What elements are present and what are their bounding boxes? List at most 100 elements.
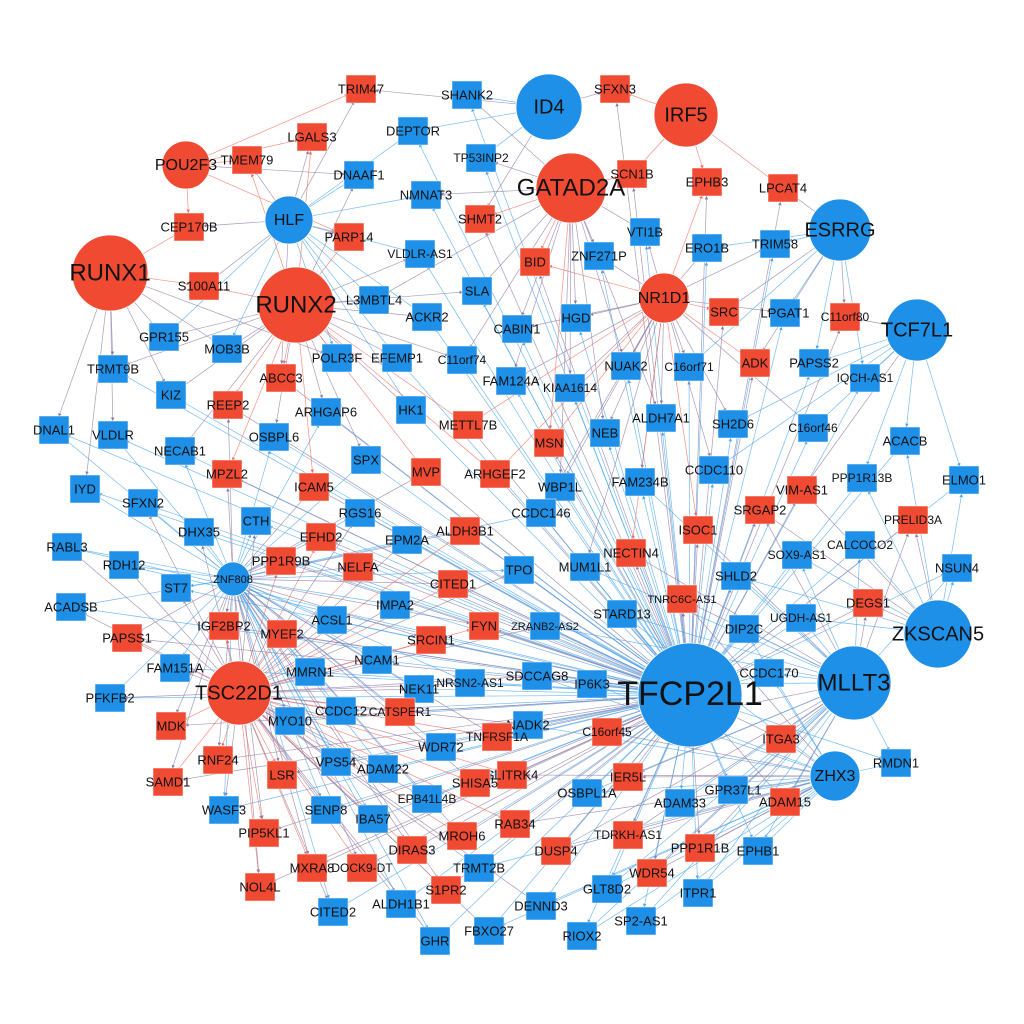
gene-node-acadsb[interactable]: ACADSB [44,592,98,622]
gene-node-ppp1r9b[interactable]: PPP1R9B [252,546,311,576]
gene-node-adam15[interactable]: ADAM15 [759,787,811,817]
gene-node-ppp1r1b[interactable]: PPP1R1B [671,833,730,863]
gene-node-ugdh-as1[interactable]: UGDH-AS1 [770,603,832,633]
gene-node-nrsn2-as1[interactable]: NRSN2-AS1 [436,668,504,698]
hub-node-mllt3[interactable]: MLLT3 [816,645,892,721]
gene-node-trmt2b[interactable]: TRMT2B [453,853,505,883]
gene-node-gpr155[interactable]: GPR155 [139,322,189,352]
gene-node-dhx35[interactable]: DHX35 [178,517,220,547]
gene-node-itga3[interactable]: ITGA3 [762,724,800,754]
gene-node-spx[interactable]: SPX [350,445,382,475]
gene-node-dusp4[interactable]: DUSP4 [534,836,578,866]
gene-node-gpr37l1[interactable]: GPR37L1 [704,775,762,805]
gene-node-hgd[interactable]: HGD [560,303,592,333]
gene-node-deptor[interactable]: DEPTOR [386,116,440,146]
gene-node-fam124a[interactable]: FAM124A [482,366,540,396]
gene-node-icam5[interactable]: ICAM5 [294,472,334,502]
gene-node-rdh12[interactable]: RDH12 [103,550,146,580]
gene-node-pfkfb2[interactable]: PFKFB2 [85,683,135,713]
gene-node-senp8[interactable]: SENP8 [305,795,348,825]
gene-node-dip2c[interactable]: DIP2C [725,614,763,644]
gene-node-mpzl2[interactable]: MPZL2 [206,459,248,489]
gene-node-nadk2[interactable]: NADK2 [506,710,550,740]
gene-node-msn[interactable]: MSN [533,428,565,458]
hub-node-znf808[interactable]: ZNF808 [213,561,253,597]
gene-node-dnaaf1[interactable]: DNAAF1 [333,160,385,190]
gene-node-c16orf45[interactable]: C16orf45 [582,717,632,747]
gene-node-nmnat3[interactable]: NMNAT3 [400,180,452,210]
gene-node-degs1[interactable]: DEGS1 [846,588,890,618]
gene-node-sp2-as1[interactable]: SP2-AS1 [614,906,668,936]
gene-node-wdr54[interactable]: WDR54 [629,858,675,888]
gene-node-tdrkh-as1[interactable]: TDRKH-AS1 [594,820,662,850]
gene-node-iba57[interactable]: IBA57 [355,804,391,834]
gene-node-st7[interactable]: ST7 [160,573,192,603]
gene-node-ccdc170[interactable]: CCDC170 [739,658,799,688]
gene-node-slitrk4[interactable]: SLITRK4 [486,760,539,790]
gene-node-c11orf80[interactable]: C11orf80 [821,302,870,332]
gene-node-wdr72[interactable]: WDR72 [418,732,464,762]
gene-node-ncam1[interactable]: NCAM1 [354,645,400,675]
hub-node-gatad2a[interactable]: GATAD2A [517,152,625,224]
gene-node-rabl3[interactable]: RABL3 [46,532,88,562]
gene-node-shmt2[interactable]: SHMT2 [458,204,502,234]
gene-node-sox9-as1[interactable]: SOX9-AS1 [768,540,827,570]
hub-node-irf5[interactable]: IRF5 [653,82,719,148]
gene-node-aldh1b1[interactable]: ALDH1B1 [372,889,430,919]
gene-node-abcc3[interactable]: ABCC3 [259,363,303,393]
gene-node-wasf3[interactable]: WASF3 [202,795,246,825]
gene-node-shisa5[interactable]: SHISA5 [452,768,498,798]
gene-node-rab34[interactable]: RAB34 [494,809,536,839]
gene-node-arhgef2[interactable]: ARHGEF2 [464,459,526,489]
gene-node-nek11[interactable]: NEK11 [399,674,439,704]
gene-node-ip6k3[interactable]: IP6K3 [574,669,610,699]
gene-node-lpcat4[interactable]: LPCAT4 [759,173,807,203]
gene-node-dnal1[interactable]: DNAL1 [33,415,75,445]
gene-node-ccdc146[interactable]: CCDC146 [511,498,571,528]
gene-node-myef2[interactable]: MYEF2 [260,619,304,649]
gene-node-rmdn1[interactable]: RMDN1 [873,748,919,778]
gene-node-papss2[interactable]: PAPSS2 [789,348,839,378]
gene-node-iyd[interactable]: IYD [69,474,101,504]
gene-node-scn1b[interactable]: SCN1B [610,159,654,189]
gene-node-nectin4[interactable]: NECTIN4 [603,538,659,568]
gene-node-trim58[interactable]: TRIM58 [752,229,798,259]
gene-node-necab1[interactable]: NECAB1 [154,436,206,466]
gene-node-epm2a[interactable]: EPM2A [385,525,429,555]
gene-node-lsr[interactable]: LSR [266,760,298,790]
gene-node-cep170b[interactable]: CEP170B [160,212,218,242]
gene-node-parp14[interactable]: PARP14 [325,222,374,252]
gene-node-ccdc110[interactable]: CCDC110 [685,455,743,485]
hub-node-zkscan5[interactable]: ZKSCAN5 [892,599,984,669]
gene-node-tp53inp2[interactable]: TP53INP2 [453,143,509,173]
hub-node-id4[interactable]: ID4 [515,73,583,141]
gene-node-s1pr2[interactable]: S1PR2 [425,875,467,905]
gene-node-efhd2[interactable]: EFHD2 [300,522,343,552]
gene-node-ier5l[interactable]: IER5L [610,762,646,792]
gene-node-ero1b[interactable]: ERO1B [685,233,729,263]
gene-node-mxra8[interactable]: MXRA8 [290,853,335,883]
gene-node-prelid3a[interactable]: PRELID3A [884,505,942,535]
gene-node-vim-as1[interactable]: VIM-AS1 [776,475,828,505]
hub-node-tfcp2l1[interactable]: TFCP2L1 [617,642,763,748]
gene-node-tpo[interactable]: TPO [503,555,535,585]
gene-node-epb41l4b[interactable]: EPB41L4B [398,784,457,814]
gene-node-pip5kl1[interactable]: PIP5KL1 [238,818,290,848]
gene-node-ghr[interactable]: GHR [419,926,451,956]
gene-node-srgap2[interactable]: SRGAP2 [734,495,787,525]
gene-node-hk1[interactable]: HK1 [395,395,427,425]
gene-node-cited1[interactable]: CITED1 [430,569,476,599]
gene-node-mum1l1[interactable]: MUM1L1 [559,552,612,582]
gene-node-nol4l[interactable]: NOL4L [239,872,281,902]
hub-node-tsc22d1[interactable]: TSC22D1 [195,660,283,726]
gene-node-ackr2[interactable]: ACKR2 [405,302,449,332]
gene-node-zranb2-as2[interactable]: ZRANB2-AS2 [511,611,579,641]
gene-node-vldlr[interactable]: VLDLR [92,420,134,450]
gene-node-fyn[interactable]: FYN [468,611,500,641]
gene-node-acsl1[interactable]: ACSL1 [311,605,353,635]
gene-node-nuak2[interactable]: NUAK2 [604,351,648,381]
gene-node-sfxn2[interactable]: SFXN2 [122,488,164,518]
gene-node-impa2[interactable]: IMPA2 [376,590,414,620]
gene-node-aldh7a1[interactable]: ALDH7A1 [632,403,690,433]
gene-node-tnrc6c-as1[interactable]: TNRC6C-AS1 [647,584,717,614]
